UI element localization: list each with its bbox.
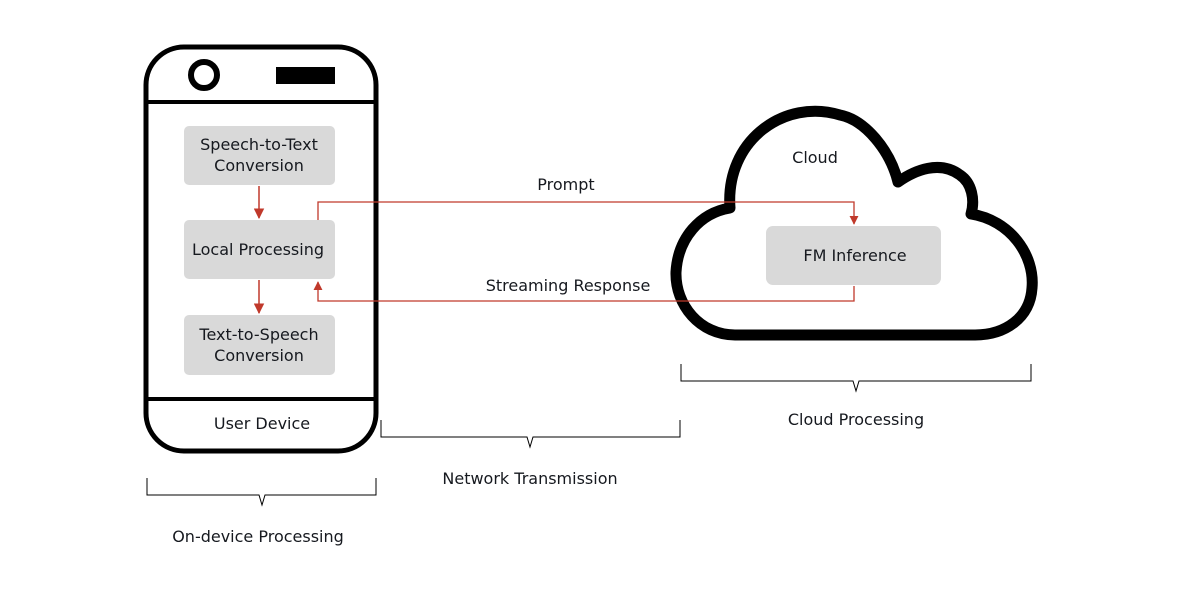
user-device: Speech-to-Text Conversion Local Processi… (143, 44, 379, 454)
text-to-speech-label-line1: Text-to-Speech (198, 325, 318, 344)
fm-inference-label: FM Inference (803, 246, 906, 265)
speech-to-text-label-line2: Conversion (214, 156, 304, 175)
fm-inference-box (766, 226, 941, 285)
on-device-brace (146, 478, 377, 507)
text-to-speech-label-line2: Conversion (214, 346, 304, 365)
network-brace (380, 420, 681, 449)
local-processing-label: Local Processing (192, 240, 324, 259)
prompt-label: Prompt (537, 175, 594, 194)
cloud-brace (680, 364, 1032, 393)
cloud: Cloud FM Inference (670, 105, 1038, 341)
camera-icon (188, 59, 220, 91)
network-transmission-label: Network Transmission (442, 469, 617, 488)
text-to-speech-box (184, 315, 335, 375)
user-device-label: User Device (214, 414, 310, 433)
stage-braces: On-device Processing Network Transmissio… (146, 364, 1032, 546)
cloud-processing-label: Cloud Processing (788, 410, 924, 429)
phone-outline (143, 44, 379, 454)
streaming-response-arrow (313, 281, 855, 302)
speaker-icon (276, 67, 335, 84)
speech-to-text-box (184, 126, 335, 185)
prompt-arrow (317, 201, 859, 225)
speech-to-text-label-line1: Speech-to-Text (200, 135, 318, 154)
streaming-response-label: Streaming Response (486, 276, 651, 295)
on-device-processing-label: On-device Processing (172, 527, 344, 546)
local-processing-box (184, 220, 335, 279)
cloud-label: Cloud (792, 148, 838, 167)
network-flows: Prompt Streaming Response (313, 175, 859, 302)
cloud-outline (670, 105, 1038, 341)
